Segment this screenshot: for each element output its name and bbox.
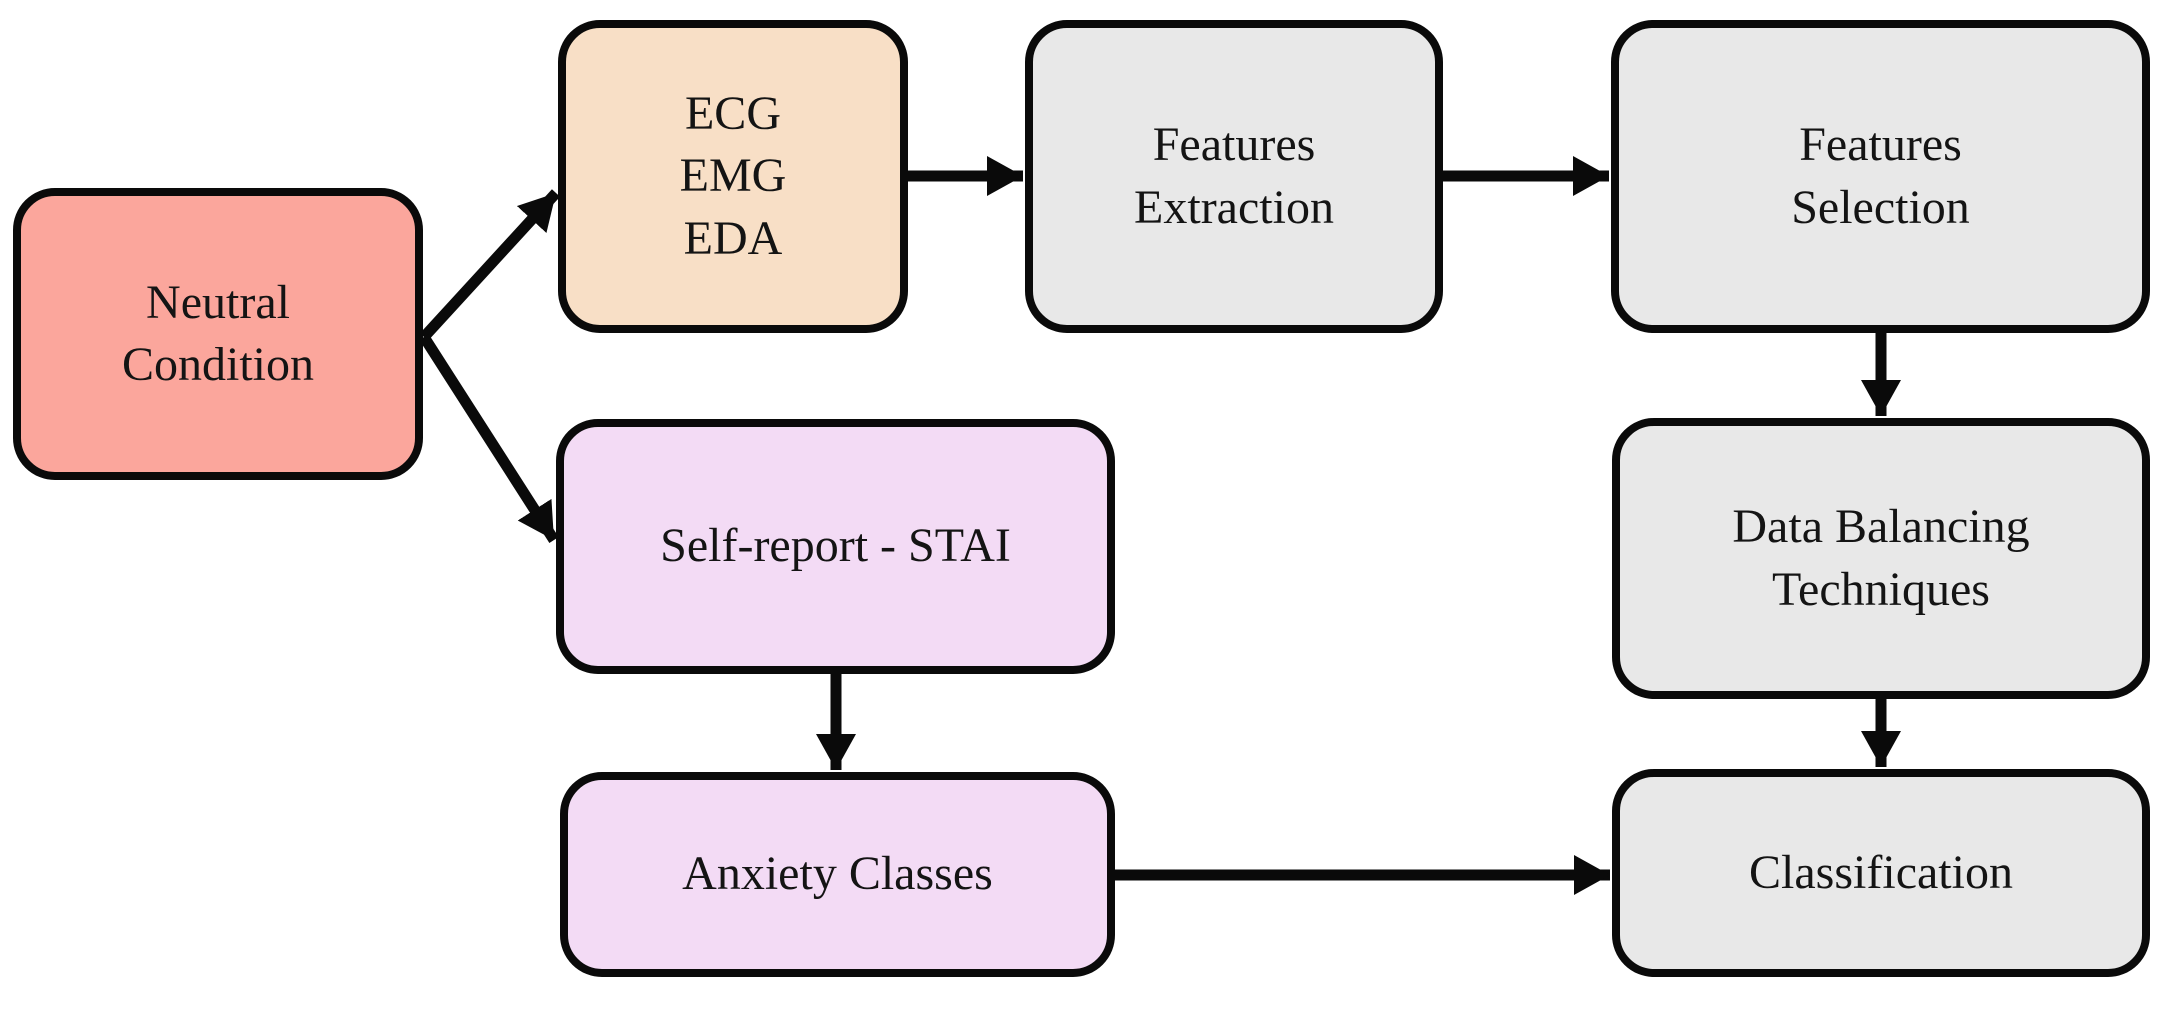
node-self-report-stai-label: Self-report - STAI — [660, 519, 1011, 573]
node-data-balancing-techniques-label: Data Balancing Techniques — [1732, 500, 2030, 616]
node-data-balancing-techniques: Data Balancing Techniques — [1612, 418, 2150, 699]
node-ecg-emg-eda-label: ECG EMG EDA — [679, 86, 787, 265]
node-neutral-condition-label: Neutral Condition — [121, 275, 315, 391]
node-classification-label: Classification — [1749, 845, 2013, 899]
node-anxiety-classes-label: Anxiety Classes — [682, 847, 993, 901]
arrow-neutral-to-signals — [419, 189, 561, 341]
node-classification: Classification — [1612, 769, 2150, 977]
node-features-selection-label: Features Selection — [1791, 118, 1970, 234]
node-features-extraction: Features Extraction — [1025, 20, 1443, 333]
node-self-report-stai: Self-report - STAI — [556, 419, 1115, 674]
node-features-selection: Features Selection — [1611, 20, 2150, 333]
node-ecg-emg-eda: ECG EMG EDA — [558, 20, 908, 333]
node-features-extraction-label: Features Extraction — [1134, 118, 1334, 234]
node-anxiety-classes: Anxiety Classes — [560, 772, 1115, 977]
arrow-neutral-to-selfreport — [419, 334, 559, 543]
node-neutral-condition: Neutral Condition — [13, 188, 423, 480]
